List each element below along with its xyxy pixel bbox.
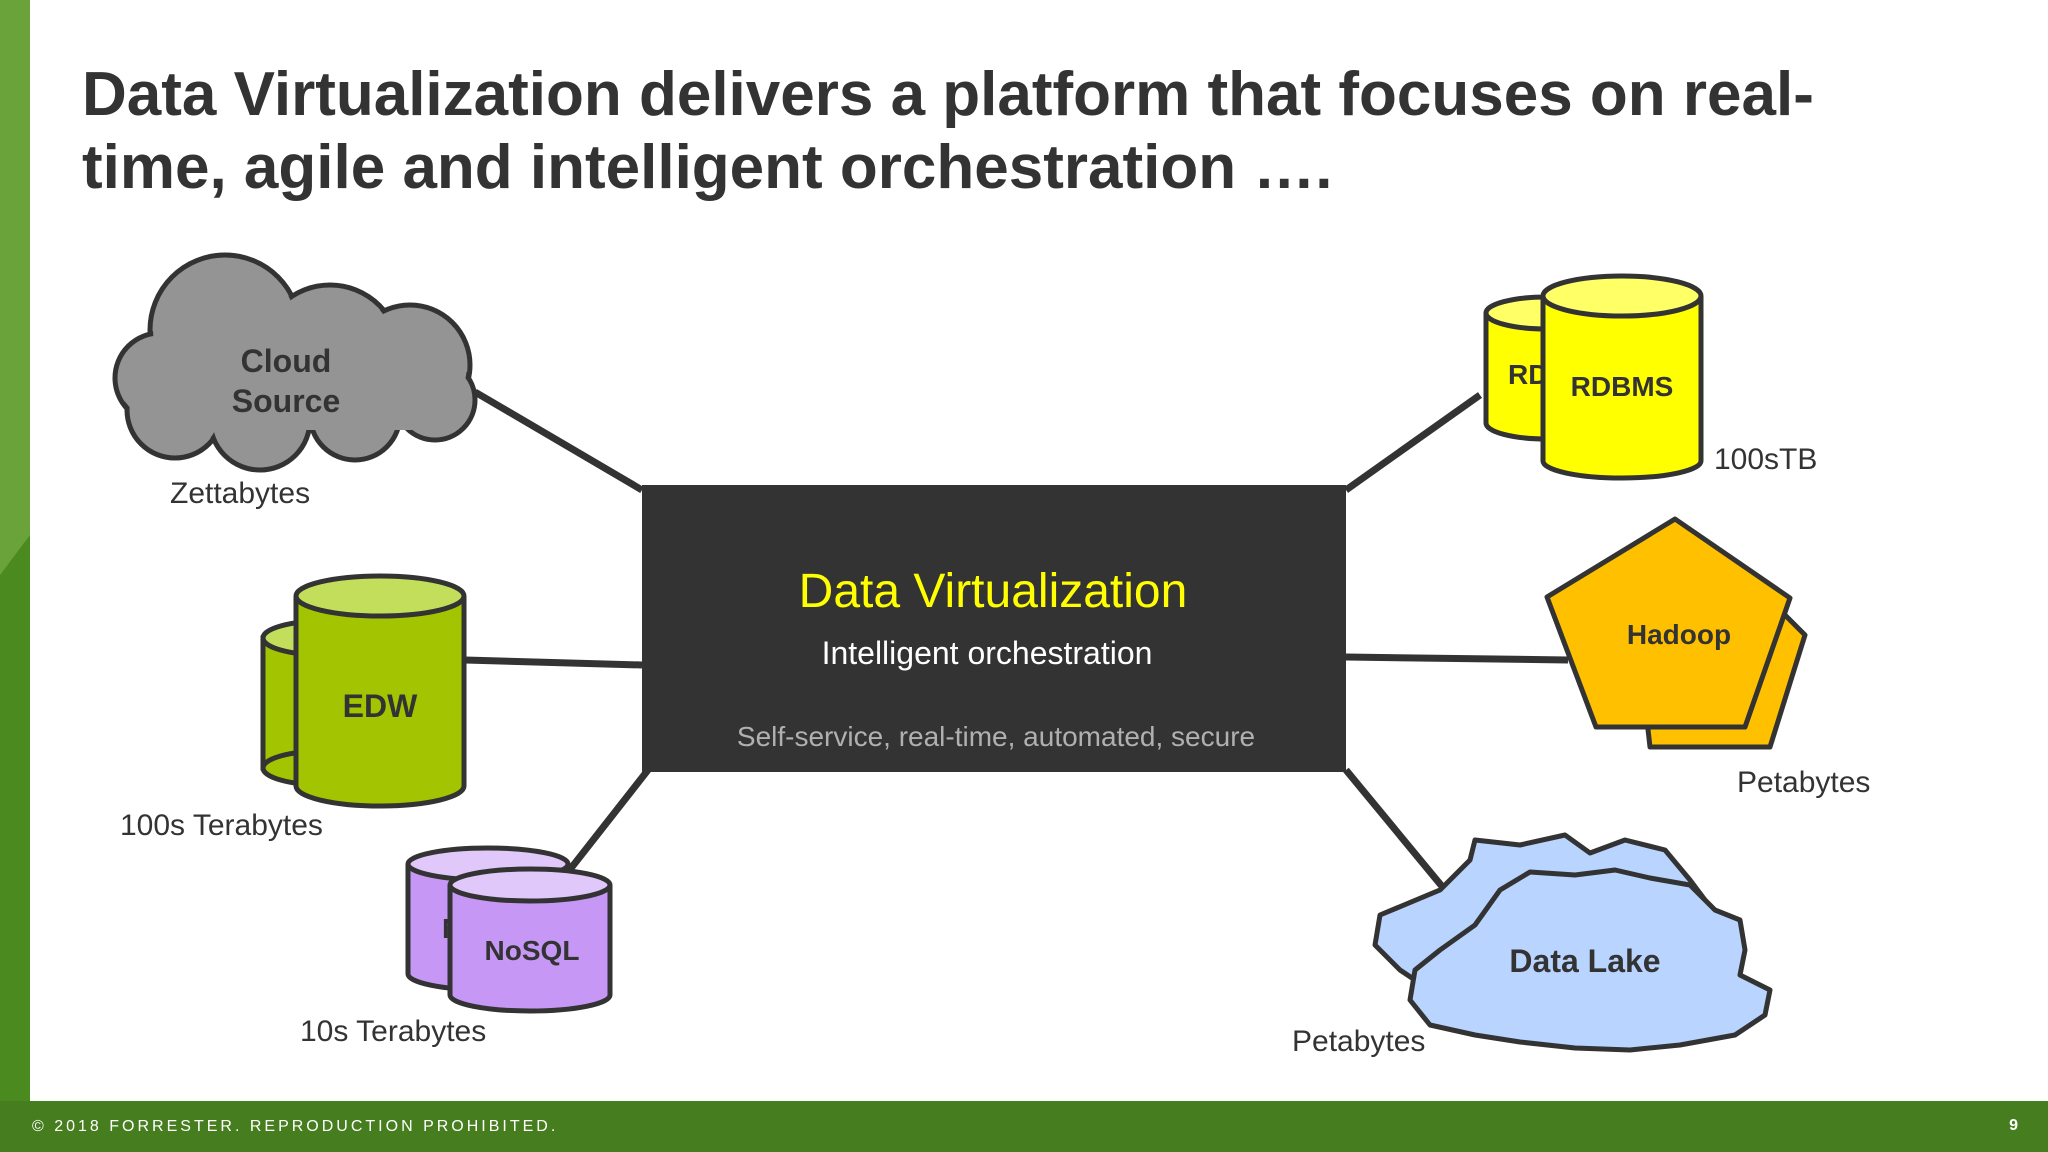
connector-edw — [464, 656, 643, 669]
center-title: Data Virtualization — [799, 565, 1188, 618]
center-tagline: Self-service, real-time, automated, secu… — [737, 721, 1255, 752]
nosql-cylinder-icon — [447, 866, 613, 1014]
edw-label: EDW — [343, 688, 418, 724]
connector-datalake — [1343, 767, 1448, 893]
title-line-1: Data Virtualization delivers a platform … — [82, 60, 1814, 129]
datalake-label: Data Lake — [1509, 943, 1660, 979]
edw-size-label: 100s Terabytes — [120, 809, 323, 842]
left-accent-bar — [0, 0, 30, 1101]
rdbms-label: RDBMS — [1571, 371, 1674, 402]
title-line-2: time, agile and intelligent orchestratio… — [82, 133, 1333, 202]
diagram: Data Virtualization Intelligent orchestr… — [112, 252, 1870, 1058]
rdbms-node: RD RDBMS 100sTB — [1483, 273, 1817, 481]
cloud-size-label: Zettabytes — [170, 477, 310, 510]
footer-copyright: © 2018 FORRESTER. REPRODUCTION PROHIBITE… — [32, 1118, 559, 1135]
connector-rdbms — [1343, 392, 1483, 493]
footer-bar: © 2018 FORRESTER. REPRODUCTION PROHIBITE… — [0, 1101, 2048, 1152]
cloud-source-node: Cloud Source Zettabytes — [112, 252, 478, 510]
datalake-node: Data Lake Petabytes — [1292, 832, 1773, 1058]
center-box-background — [642, 485, 1346, 772]
datalake-size-label: Petabytes — [1292, 1025, 1425, 1058]
rdbms-cylinder-icon — [1540, 273, 1704, 481]
rdbms-size-label: 100sTB — [1714, 443, 1817, 476]
edw-cylinder-icon — [293, 573, 467, 809]
hadoop-node: Hadoop Petabytes — [1544, 516, 1870, 799]
connector-cloud — [473, 388, 644, 494]
nosql-node: N NoSQL 10s Terabytes — [300, 845, 613, 1048]
center-subtitle: Intelligent orchestration — [822, 635, 1153, 671]
nosql-size-label: 10s Terabytes — [300, 1015, 486, 1048]
page-number: 9 — [2009, 1117, 2018, 1134]
slide-title: Data Virtualization delivers a platform … — [82, 58, 2022, 204]
cloud-label-line2: Source — [232, 383, 340, 419]
data-virtualization-box: Data Virtualization Intelligent orchestr… — [642, 485, 1346, 772]
hadoop-size-label: Petabytes — [1737, 766, 1870, 799]
cloud-label-line1: Cloud — [241, 343, 332, 379]
edw-node: EDW 100s Terabytes — [120, 573, 467, 842]
hadoop-label: Hadoop — [1627, 619, 1731, 650]
hadoop-pentagon-icon — [1544, 516, 1793, 730]
datalake-blob-icon — [1407, 867, 1773, 1053]
nosql-label: NoSQL — [485, 935, 580, 966]
connector-hadoop — [1345, 653, 1569, 664]
